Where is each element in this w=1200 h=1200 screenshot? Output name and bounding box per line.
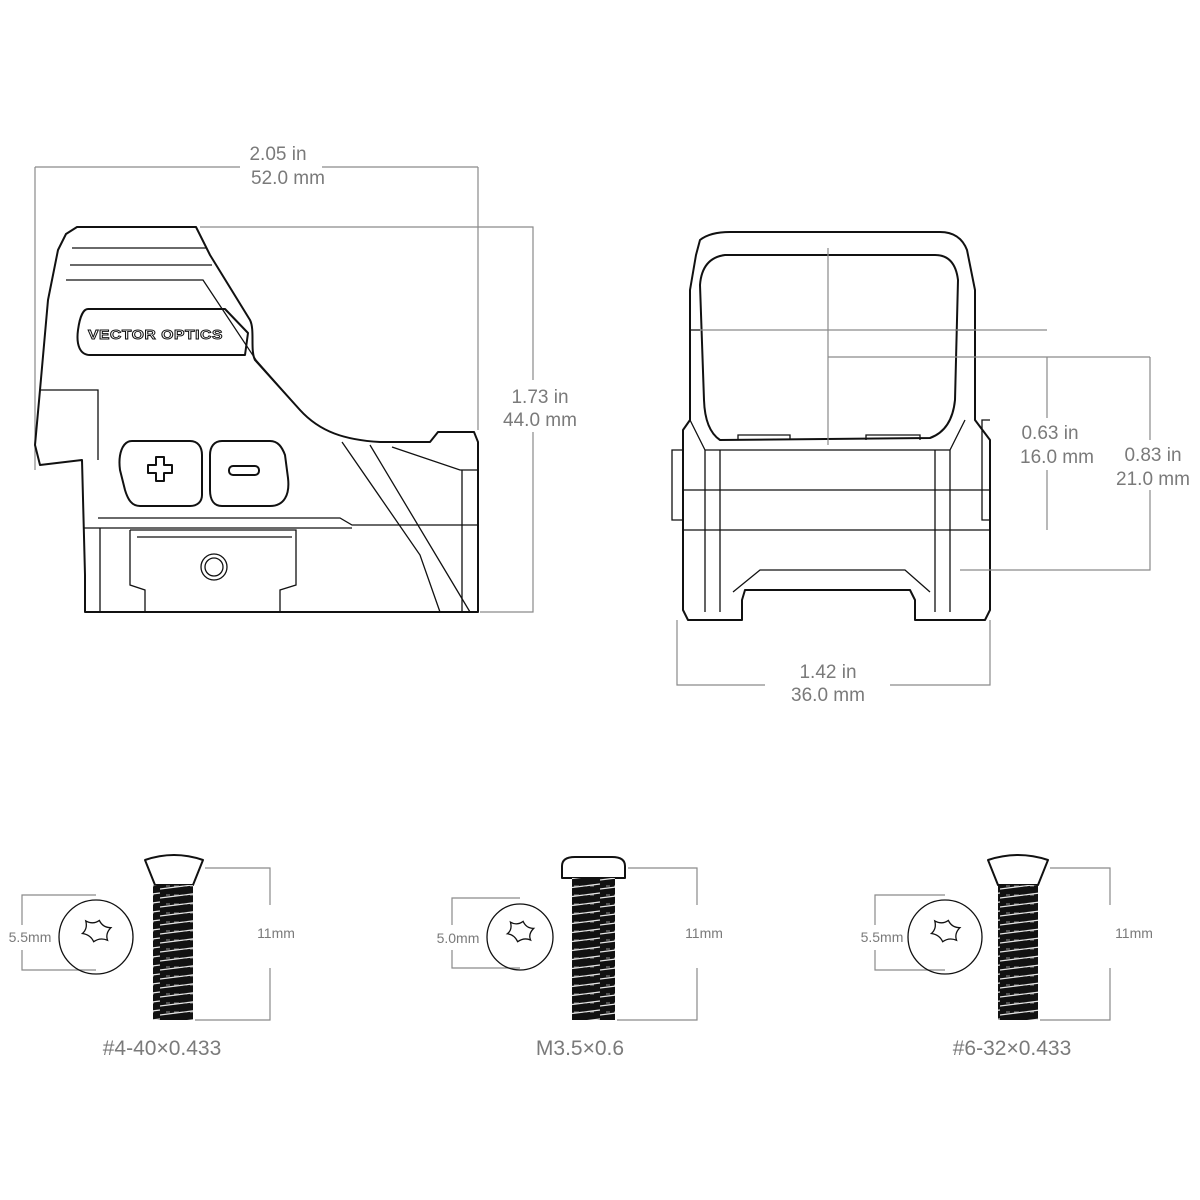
height-mm-label: 44.0 mm [503, 410, 577, 431]
torx-icon [505, 920, 536, 943]
screw-head-diameter-label: 5.5mm [9, 929, 52, 945]
screw-spec-label: #6-32×0.433 [953, 1037, 1072, 1060]
plus-icon [147, 456, 173, 482]
sight-side-outline: VECTOR OPTICS [34, 226, 479, 613]
screw-thread [998, 885, 1038, 1020]
side-view: 2.05 in 52.0 mm 1.73 in 44.0 mm VECTOR O… [34, 144, 577, 613]
front-sight-outline [671, 231, 991, 621]
logo-plate [76, 308, 249, 356]
screw-spec-label: #4-40×0.433 [103, 1037, 222, 1060]
screw-1: 5.5mm 11mm #4-40×0.433 [9, 854, 295, 1060]
window-height-mm-label: 16.0 mm [1020, 447, 1094, 468]
brightness-down-button [209, 440, 290, 507]
width-in-label: 2.05 in [249, 144, 306, 165]
screw-length-label: 11mm [1115, 925, 1153, 941]
front-width-dimension: 1.42 in 36.0 mm [676, 620, 991, 706]
torx-icon [80, 919, 113, 943]
screw-spec-label: M3.5×0.6 [536, 1037, 624, 1060]
screw-2: 5.0mm 11mm M3.5×0.6 [437, 856, 723, 1060]
front-width-mm-label: 36.0 mm [791, 685, 865, 706]
height-in-label: 1.73 in [511, 387, 568, 408]
screw-thread [153, 885, 193, 1020]
screw-3: 5.5mm 11mm #6-32×0.433 [861, 854, 1153, 1060]
window-height-in-label: 0.63 in [1021, 423, 1078, 444]
window-height-dimension: 0.63 in 16.0 mm [700, 248, 1150, 530]
screw-length-label: 11mm [257, 925, 295, 941]
lens-window [699, 254, 959, 441]
screw-head-icon [486, 903, 554, 971]
rail-height-dimension: 0.83 in 21.0 mm [960, 357, 1190, 571]
front-width-in-label: 1.42 in [799, 662, 856, 683]
screw-head-diameter-label: 5.0mm [437, 930, 480, 946]
screw-head-icon [58, 899, 134, 975]
front-view: 0.63 in 16.0 mm 0.83 in 21.0 mm 1.42 in … [671, 231, 1190, 706]
width-mm-label: 52.0 mm [251, 168, 325, 189]
width-dimension: 2.05 in 52.0 mm [34, 144, 479, 470]
screw-head-diameter-label: 5.5mm [861, 929, 904, 945]
screw-thread [572, 878, 615, 1020]
rail-height-in-label: 0.83 in [1124, 445, 1181, 466]
brightness-up-button [118, 440, 203, 507]
torx-icon [929, 919, 962, 943]
rail-height-mm-label: 21.0 mm [1116, 469, 1190, 490]
brand-logo: VECTOR OPTICS [88, 327, 223, 342]
height-dimension: 1.73 in 44.0 mm [200, 226, 577, 613]
minus-icon [228, 465, 260, 476]
mount-screw-icon [200, 553, 228, 581]
screw-length-label: 11mm [685, 925, 723, 941]
screw-head-icon [907, 899, 983, 975]
